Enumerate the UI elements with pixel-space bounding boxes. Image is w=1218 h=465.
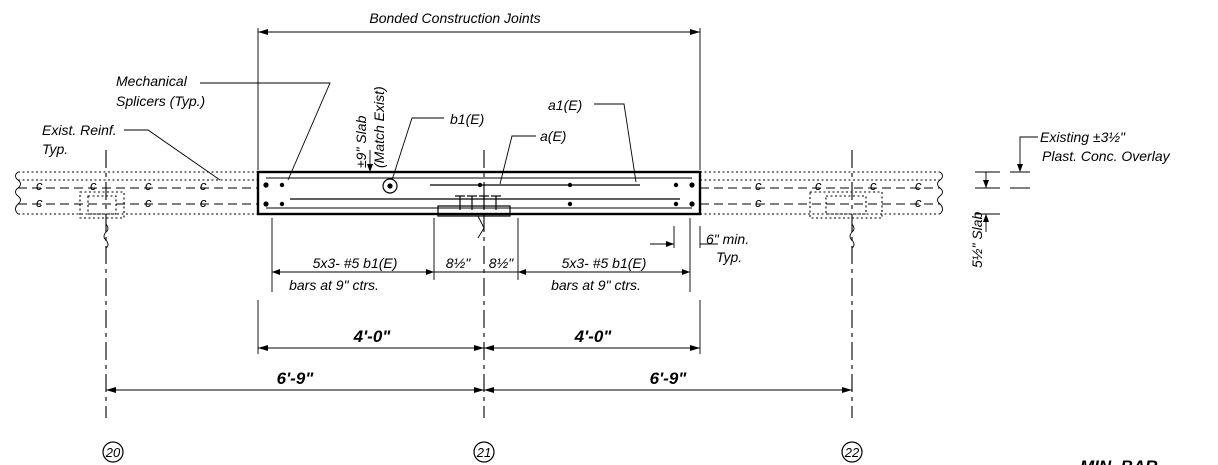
- svg-text:c: c: [145, 178, 152, 193]
- bonded-joints-label: Bonded Construction Joints: [369, 10, 540, 26]
- four-foot-dimensions: 4'-0" 4'-0": [257, 300, 701, 354]
- bar-spacing-dimensions: 5x3- #5 b1(E) 5x3- #5 b1(E) bars at 9" c…: [271, 218, 691, 293]
- svg-text:20: 20: [105, 445, 121, 460]
- ae-callout: a(E): [499, 128, 566, 185]
- svg-text:Mechanical: Mechanical: [116, 73, 188, 89]
- svg-text:c: c: [90, 178, 97, 193]
- svg-text:Exist. Reinf.: Exist. Reinf.: [42, 122, 117, 138]
- slab-5half-callout: 5½" Slab: [969, 211, 985, 268]
- dim-6-9-right: 6'-9": [650, 369, 688, 388]
- exist-reinf-callout: Exist. Reinf. Typ.: [42, 122, 221, 181]
- a1e-callout: a1(E): [548, 97, 637, 183]
- svg-text:c: c: [200, 195, 207, 210]
- min-bar-title: MIN. BAR: [1080, 457, 1158, 465]
- dim-6-9-left: 6'-9": [277, 369, 315, 388]
- bonded-joints-dimension: Bonded Construction Joints: [257, 10, 701, 170]
- six-nine-dimensions: 6'-9" 6'-9": [106, 369, 852, 393]
- closure-pour: [256, 170, 702, 239]
- grid-bubble-22: 22: [841, 441, 863, 463]
- svg-text:Plast. Conc. Overlay: Plast. Conc. Overlay: [1042, 148, 1171, 164]
- svg-text:c: c: [36, 178, 43, 193]
- existing-slab-right: [700, 171, 943, 219]
- svg-text:c: c: [815, 178, 822, 193]
- slab-thickness-callout: ±9" Slab (Match Exist): [353, 86, 387, 172]
- grid-bubble-21: 21: [473, 441, 495, 463]
- svg-text:6" min.: 6" min.: [706, 231, 749, 247]
- svg-text:c: c: [915, 178, 922, 193]
- ctrs-left-label: bars at 9" ctrs.: [289, 277, 379, 293]
- svg-text:21: 21: [476, 445, 491, 460]
- eight-half-left-label: 8½": [446, 255, 471, 271]
- svg-text:5½" Slab: 5½" Slab: [969, 211, 985, 268]
- svg-text:Existing ±3½": Existing ±3½": [1040, 129, 1126, 145]
- grid-lines: [103, 150, 855, 418]
- bars-left-label: 5x3- #5 b1(E): [313, 255, 398, 271]
- svg-text:c: c: [145, 195, 152, 210]
- svg-text:(Match Exist): (Match Exist): [371, 86, 387, 168]
- mechanical-splicers-callout: Mechanical Splicers (Typ.): [116, 73, 331, 181]
- b1e-callout: b1(E): [391, 111, 484, 181]
- existing-overlay-callout: Existing ±3½" Plast. Conc. Overlay: [975, 129, 1171, 232]
- svg-text:b1(E): b1(E): [450, 111, 484, 127]
- svg-text:c: c: [36, 195, 43, 210]
- bars-right-label: 5x3- #5 b1(E): [562, 255, 647, 271]
- eight-half-right-label: 8½": [489, 255, 514, 271]
- svg-text:Typ.: Typ.: [716, 249, 742, 265]
- svg-text:c: c: [755, 178, 762, 193]
- svg-text:22: 22: [844, 445, 860, 460]
- svg-text:Typ.: Typ.: [42, 141, 68, 157]
- svg-text:c: c: [200, 178, 207, 193]
- svg-text:a1(E): a1(E): [548, 97, 582, 113]
- existing-slab-left: [15, 171, 258, 219]
- dim-4-0-right: 4'-0": [574, 327, 613, 346]
- svg-text:c: c: [915, 195, 922, 210]
- grid-bubble-20: 20: [102, 441, 124, 463]
- svg-text:a(E): a(E): [540, 128, 566, 144]
- svg-text:±9" Slab: ±9" Slab: [353, 115, 369, 168]
- svg-text:Splicers (Typ.): Splicers (Typ.): [116, 93, 205, 109]
- six-min-callout: 6" min. Typ.: [650, 226, 749, 265]
- svg-text:c: c: [870, 178, 877, 193]
- ctrs-right-label: bars at 9" ctrs.: [551, 277, 641, 293]
- dim-4-0-left: 4'-0": [353, 327, 392, 346]
- svg-text:c: c: [755, 195, 762, 210]
